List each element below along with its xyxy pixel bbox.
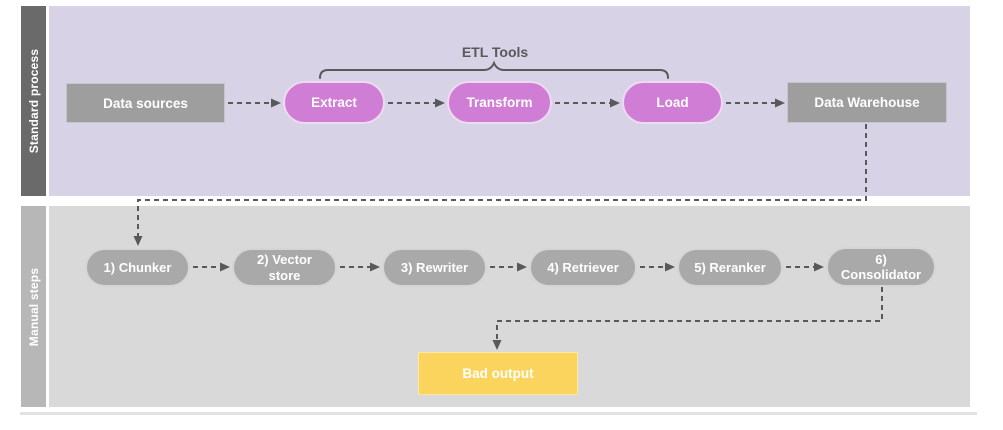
node-load: Load [622,81,723,124]
node-chunker: 1) Chunker [85,248,190,287]
node-data-warehouse: Data Warehouse [787,82,947,123]
node-transform-label: Transform [466,95,533,110]
node-vector-store: 2) Vector store [232,248,337,287]
node-bad-output-label: Bad output [462,366,534,381]
lane-standard-process-bar: Standard process [21,6,46,196]
node-data-sources: Data sources [66,83,225,123]
node-reranker: 5) Reranker [677,248,783,287]
node-consolidator: 6) Consolidator [826,247,936,287]
node-extract: Extract [283,81,385,124]
node-bad-output: Bad output [418,352,578,395]
node-transform: Transform [447,81,552,124]
node-reranker-label: 5) Reranker [694,259,766,275]
etl-tools-group-label: ETL Tools [461,44,529,60]
node-chunker-label: 1) Chunker [103,259,172,275]
node-retriever-label: 4) Retriever [547,259,619,275]
lane-manual-steps-bar: Manual steps [21,206,46,407]
bottom-divider-line [20,412,977,415]
node-data-sources-label: Data sources [103,95,188,111]
node-consolidator-label: 6) Consolidator [840,251,922,282]
lane-standard-process-label: Standard process [26,48,41,154]
node-extract-label: Extract [311,95,357,110]
node-rewriter-label: 3) Rewriter [400,259,469,275]
node-retriever: 4) Retriever [529,248,637,287]
node-rewriter: 3) Rewriter [382,248,487,287]
node-load-label: Load [656,95,689,110]
node-vector-store-label: 2) Vector store [257,252,312,283]
lane-manual-steps-label: Manual steps [26,267,41,346]
node-data-warehouse-label: Data Warehouse [814,95,920,110]
